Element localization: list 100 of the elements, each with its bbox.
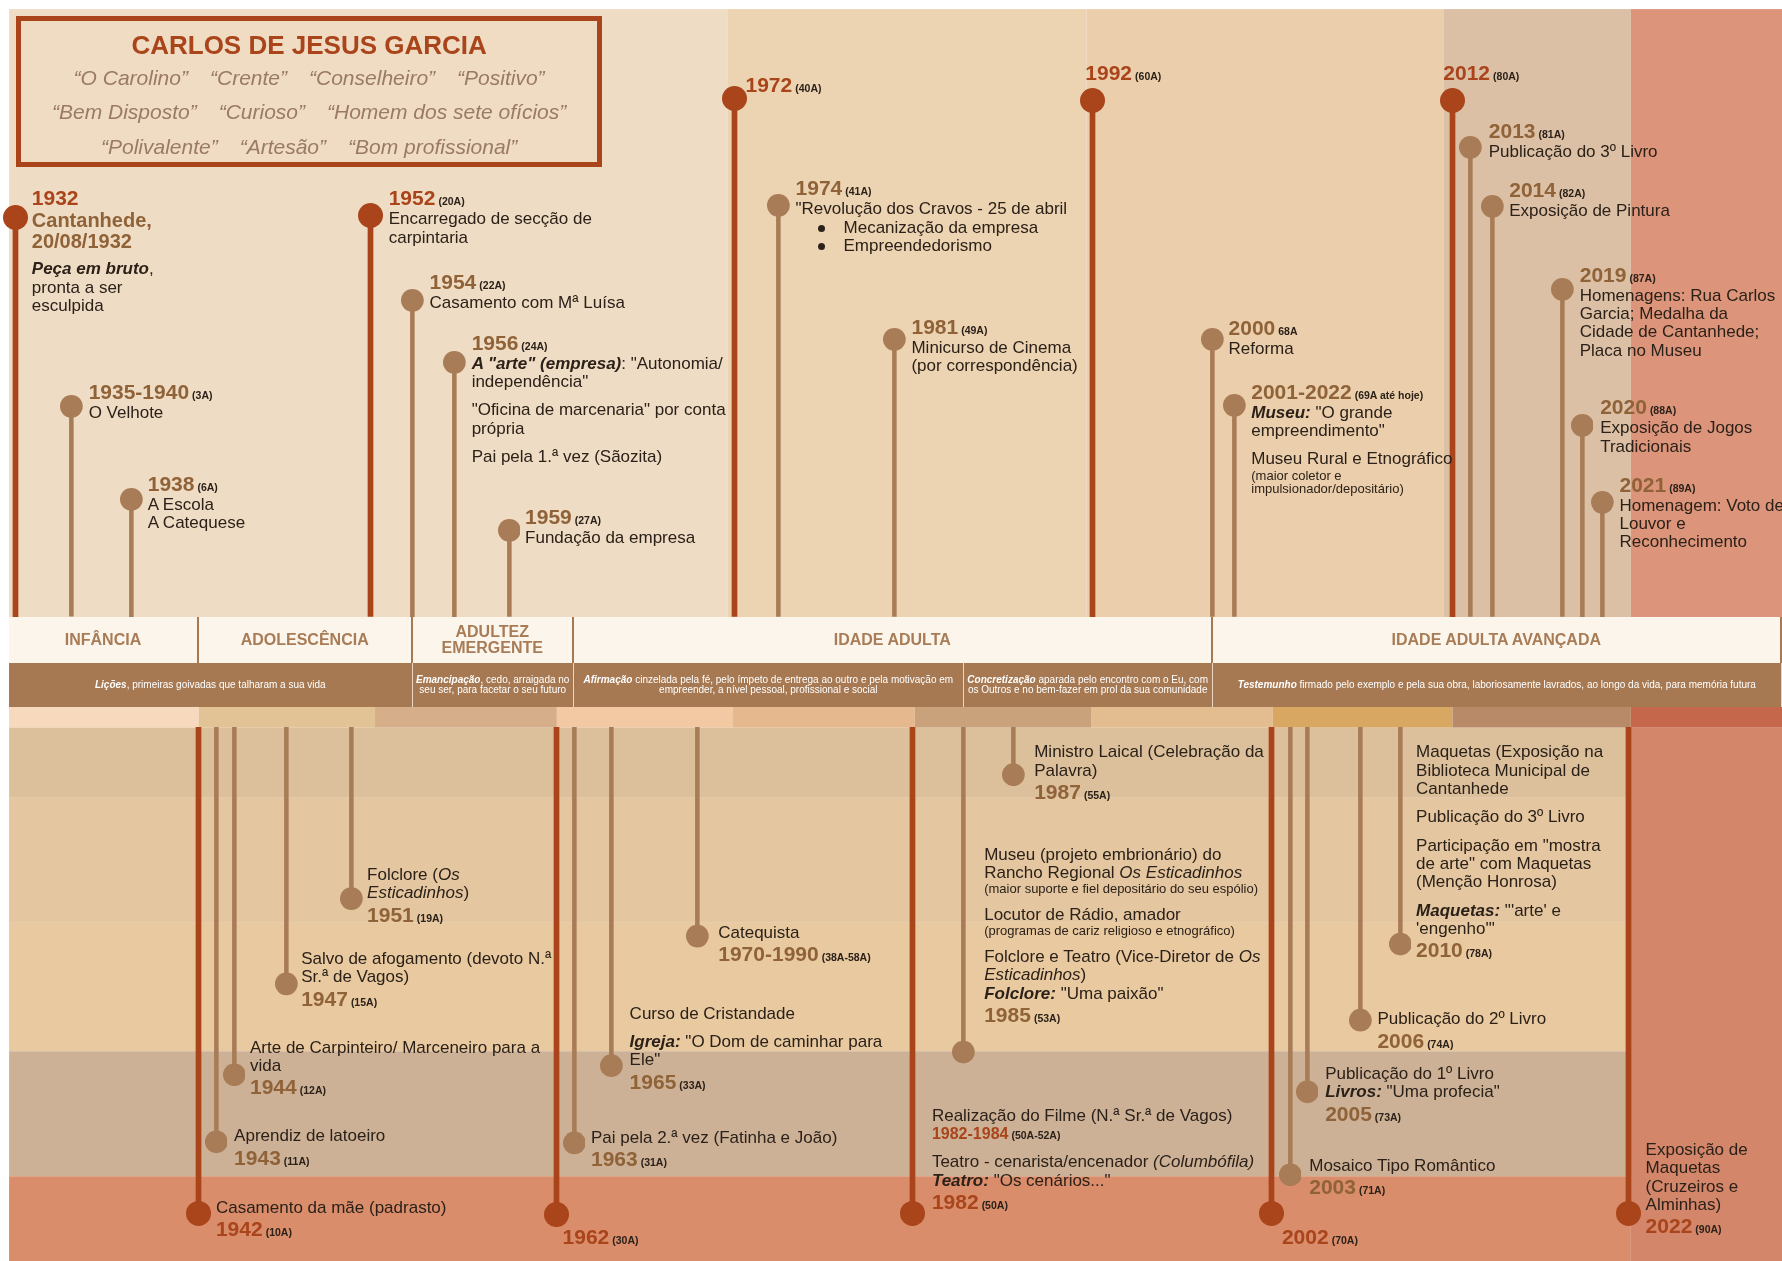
year-label: 2021 xyxy=(1619,472,1667,496)
nickname: “Bom profissional” xyxy=(348,134,518,159)
age-label: (15A) xyxy=(350,995,378,1008)
age-label: (31A) xyxy=(640,1155,667,1168)
year-label: 2020 xyxy=(1600,395,1647,419)
year-label: 2000 xyxy=(1228,315,1276,339)
age-label: (73A) xyxy=(1374,1110,1402,1123)
age-label: (10A) xyxy=(265,1226,292,1239)
age-label: (24A) xyxy=(521,339,548,352)
nickname: “Curioso” xyxy=(218,100,305,125)
event-text: Curso de Cristandade xyxy=(629,1004,796,1023)
year-label: 2022 xyxy=(1645,1214,1693,1238)
place-date: Cantanhede, 20/08/1932 xyxy=(31,210,153,253)
event-text: Maquetas: "'arte' e 'engenho'" xyxy=(1416,901,1562,939)
nickname: “Homem dos sete ofícios” xyxy=(327,100,567,125)
age-label: (20A) xyxy=(438,195,465,208)
event-text: "Oficina de marcenaria" por conta própria xyxy=(471,401,727,439)
year-label: 2006 xyxy=(1377,1028,1425,1052)
event-text: Museu: "O grande empreendimento" xyxy=(1251,403,1394,441)
age-label: (33A) xyxy=(679,1078,706,1091)
stage-description: Afirmação cinzelada pela fé, pelo ímpeto de entrega ao outro e pela motivação em empreender, a nível pessoal, profissional e social xyxy=(573,662,964,707)
event-text: Homenagens: Rua Carlos Garcia; Medalha da Cidade de Cantanhede; Placa no Museu xyxy=(1579,286,1777,360)
event-text: Folclore (Os Esticadinhos) xyxy=(367,866,471,903)
stage-label: IDADE ADULTA AVANÇADA xyxy=(1212,617,1782,663)
age-label: (22A) xyxy=(479,279,506,292)
age-label: (55A) xyxy=(1083,788,1111,801)
year-label: 1992 xyxy=(1085,61,1133,85)
event-text: Ministro Laical (Celebração da Palavra) xyxy=(1034,743,1265,780)
year-label: 1956 xyxy=(471,330,519,354)
stage-description: Testemunho firmado pelo exemplo e pela sua obra, laboriosamente lavrados, ao longo da vida, para memória futura xyxy=(1212,662,1782,707)
year-label: 2001-2022 xyxy=(1251,379,1352,403)
event-text: Aprendiz de latoeiro xyxy=(234,1127,387,1146)
event-text: Exposição de Maquetas (Cruzeiros e Alminhas) xyxy=(1645,1141,1749,1215)
year-label: 1974 xyxy=(795,176,843,200)
age-label: (38A-58A) xyxy=(821,951,871,964)
year-label: 1954 xyxy=(429,270,477,294)
nickname: “Conselheiro” xyxy=(309,66,436,91)
event-text: Livros: "Uma profecia" xyxy=(1325,1083,1501,1102)
event-text: Participação em "mostra de arte" com Maquetas (Menção Honrosa) xyxy=(1416,836,1602,892)
age-label: (90A) xyxy=(1695,1223,1722,1236)
year-label: 1982 xyxy=(931,1190,979,1213)
event-text: A "arte" (empresa): "Autonomia/ independência" xyxy=(471,354,724,392)
age-label: (89A) xyxy=(1669,481,1696,494)
event-text: Minicurso de Cinema (por correspondência) xyxy=(911,338,1079,376)
event-text: Catequista xyxy=(718,923,801,943)
age-label: (3A) xyxy=(192,388,213,401)
event-text: A Escola xyxy=(147,495,215,514)
year-label: 2014 xyxy=(1509,178,1556,202)
stage-label: IDADE ADULTA xyxy=(573,617,1213,663)
age-label: (81A) xyxy=(1538,128,1565,141)
stage-label: INFÂNCIA xyxy=(9,617,199,663)
nickname: “O Carolino” xyxy=(73,66,188,91)
age-label: 68A xyxy=(1278,324,1298,337)
event-text: Igreja: "O Dom de caminhar para Ele" xyxy=(629,1033,884,1070)
age-label: (40A) xyxy=(795,81,822,94)
name-heading: CARLOS DE JESUS GARCIA xyxy=(130,30,488,61)
event-note: (maior suporte e fiel depositário do seu espólio) xyxy=(984,882,1260,896)
age-label: (19A) xyxy=(416,911,444,924)
event-text: Folclore e Teatro (Vice-Diretor de Os Esticadinhos) xyxy=(984,947,1262,985)
year-label: 2019 xyxy=(1579,262,1627,286)
nickname: “Positivo” xyxy=(457,66,545,91)
event-text: A Catequese xyxy=(147,514,247,533)
event-text: Museu (projeto embrionário) do Rancho Regional Os Esticadinhos xyxy=(984,845,1244,883)
year-label: 2002 xyxy=(1281,1225,1329,1249)
stage-description: Concretização aparada pelo encontro com o Eu, com os Outros e no bem-fazer em prol da sua comunidade xyxy=(963,662,1213,707)
year-label: 1938 xyxy=(147,471,195,495)
event-text: "Revolução dos Cravos - 25 de abril xyxy=(795,200,1069,219)
event-text: Arte de Carpinteiro/ Marceneiro para a vida xyxy=(250,1038,542,1076)
event-text: Exposição de Jogos Tradicionais xyxy=(1600,419,1754,457)
year-label: 1963 xyxy=(590,1146,638,1170)
age-label: (12A) xyxy=(299,1084,326,1097)
event-text: Publicação do 2º Livro xyxy=(1377,1010,1548,1029)
year-label: 1943 xyxy=(234,1145,281,1169)
year-label: 1981 xyxy=(911,314,959,338)
year-label: 1944 xyxy=(250,1075,297,1099)
event-text: Publicação do 1º Livro xyxy=(1325,1064,1495,1084)
age-label: (74A) xyxy=(1427,1037,1454,1050)
year-label: 2005 xyxy=(1325,1101,1372,1125)
year-label: 1947 xyxy=(301,986,348,1010)
age-label: (78A) xyxy=(1465,947,1493,960)
event-text: Peça em bruto, pronta a ser esculpida xyxy=(31,260,155,316)
event-text: Publicação do 3º Livro xyxy=(1416,808,1586,827)
year-label: 2012 xyxy=(1443,61,1491,85)
year-label: 1965 xyxy=(629,1069,677,1093)
year-label: 1952 xyxy=(388,186,436,210)
age-label: (71A) xyxy=(1358,1184,1386,1197)
event-text: Locutor de Rádio, amador xyxy=(984,905,1182,925)
year-label: 2013 xyxy=(1488,119,1536,143)
event-text: Salvo de afogamento (devoto N.ª Sr.ª de Vagos) xyxy=(301,950,553,987)
nickname: “Crente” xyxy=(210,66,287,91)
age-label: (53A) xyxy=(1033,1011,1061,1024)
age-label: (70A) xyxy=(1331,1234,1358,1247)
bullet-item: Mecanização da empresa xyxy=(843,218,1040,237)
year-label: 1942 xyxy=(215,1217,263,1241)
age-label: (69A até hoje) xyxy=(1354,388,1424,401)
event-text: Fundação da empresa xyxy=(525,528,697,547)
stage-label: ADULTEZ EMERGENTE xyxy=(412,617,574,663)
event-note: (maior coletor e impulsionador/depositário) xyxy=(1251,468,1405,496)
bullet-item: Empreendedorismo xyxy=(843,236,992,256)
age-label: (82A) xyxy=(1558,187,1586,200)
